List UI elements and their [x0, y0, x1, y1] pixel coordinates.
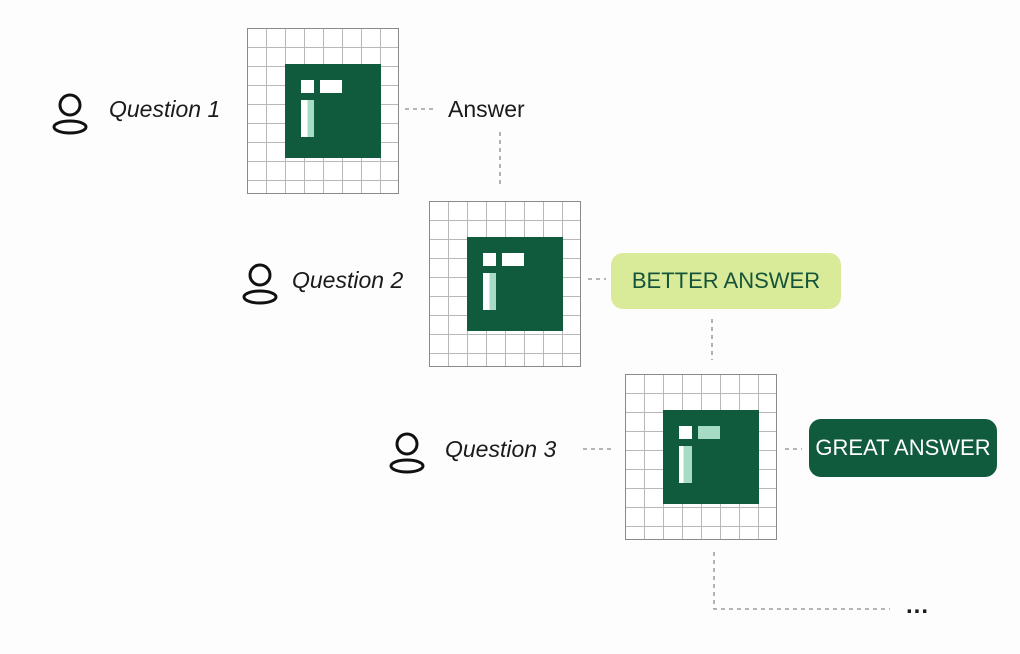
model-grid-1 — [247, 28, 399, 194]
great-answer-badge: GREAT ANSWER — [809, 419, 997, 477]
question-3-label: Question 3 — [445, 436, 557, 462]
continuation-ellipsis: ... — [906, 592, 930, 619]
user-icon — [52, 93, 88, 135]
question-2-label: Question 2 — [292, 267, 404, 293]
user-icon — [242, 263, 278, 305]
user-icon — [389, 432, 425, 474]
model-chip-icon — [467, 237, 563, 331]
answer-1-label: Answer — [448, 96, 525, 122]
model-chip-icon — [663, 410, 759, 504]
model-chip-icon — [285, 64, 381, 158]
better-answer-badge: BETTER ANSWER — [611, 253, 841, 309]
connector-model3-continuation — [713, 552, 890, 610]
model-grid-2 — [429, 201, 581, 367]
model-grid-3 — [625, 374, 777, 540]
question-1-label: Question 1 — [109, 96, 221, 122]
